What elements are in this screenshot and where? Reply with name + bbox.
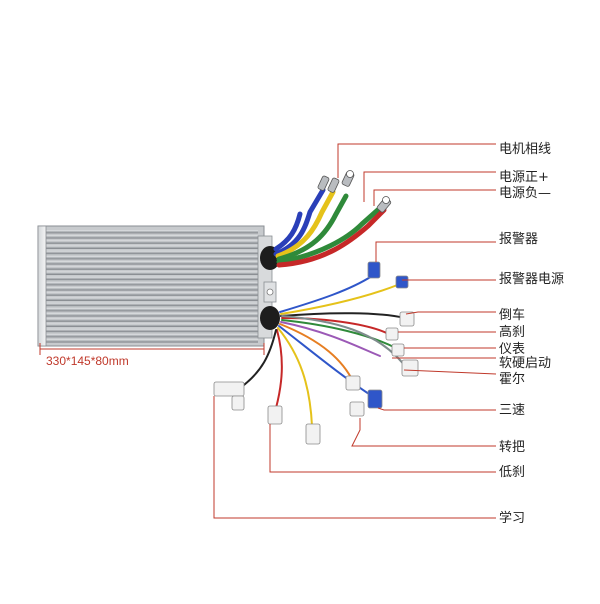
- alarm-power-connector: [395, 275, 409, 289]
- heat-sink-fin: [46, 235, 258, 239]
- signal-grommet: [260, 306, 280, 330]
- label-soft-hard-start: 软硬启动: [499, 356, 552, 371]
- heat-sink-fin: [46, 302, 258, 307]
- leader-learn: [213, 396, 496, 519]
- label-alarm: 报警器: [499, 232, 539, 247]
- heat-sink-fin: [46, 261, 258, 265]
- label-reverse: 倒车: [499, 308, 526, 323]
- heat-sink-fin: [46, 282, 258, 286]
- heat-sink-fin: [46, 313, 258, 317]
- heat-sink-fin: [46, 240, 258, 244]
- leader-lines: [213, 143, 497, 519]
- heat-sink-fin: [46, 271, 258, 275]
- heat-sink-fin: [46, 256, 258, 260]
- three-speed-connector: [367, 389, 383, 409]
- terminal-lugs: [317, 170, 392, 213]
- label-alarm-power: 报警器电源: [499, 272, 565, 287]
- signal-wires: [239, 275, 409, 427]
- label-throttle: 转把: [499, 440, 526, 455]
- heat-sink-fin: [46, 297, 258, 301]
- heat-sink-fin: [46, 250, 258, 255]
- leader-three-speed: [377, 407, 496, 411]
- label-high-brake: 高刹: [499, 325, 526, 340]
- heat-sink-fin: [46, 245, 258, 249]
- label-three-speed: 三速: [499, 403, 526, 418]
- label-meter: 仪表: [499, 342, 526, 357]
- heat-sink-fin: [46, 230, 258, 234]
- label-power-positive: 电源正+: [499, 170, 549, 185]
- leader-motor-phase: [337, 143, 496, 178]
- label-low-brake: 低刹: [499, 465, 526, 480]
- heat-sink-fin: [46, 292, 258, 296]
- dimension-line: [39, 343, 265, 355]
- heat-sink-fin: [46, 323, 258, 327]
- heat-sink-fin: [46, 328, 258, 333]
- heat-sink-fin: [46, 287, 258, 291]
- leader-alarm: [375, 241, 496, 262]
- dimensions-label: 330*145*80mm: [46, 354, 129, 368]
- label-hall: 霍尔: [499, 372, 526, 387]
- leader-power-negative: [373, 189, 496, 206]
- label-motor-phase: 电机相线: [499, 142, 552, 157]
- heat-sink-fin: [46, 334, 258, 338]
- connectors: [213, 261, 419, 445]
- controller-housing: [37, 225, 280, 347]
- label-power-negative: 电源负—: [499, 186, 552, 201]
- heat-sink-fin: [46, 318, 258, 322]
- leader-hall: [403, 369, 497, 375]
- leader-throttle: [351, 418, 496, 447]
- alarm-connector: [367, 261, 381, 279]
- leader-low-brake: [269, 424, 496, 473]
- leader-power-positive: [363, 171, 496, 202]
- heat-sink-fin: [46, 266, 258, 270]
- leader-reverse: [405, 311, 496, 315]
- heat-sink-fin: [46, 276, 258, 281]
- phase-wires: [273, 187, 387, 268]
- label-learn: 学习: [499, 511, 526, 526]
- heat-sink-fin: [46, 308, 258, 312]
- heat-sink-fin: [46, 339, 258, 343]
